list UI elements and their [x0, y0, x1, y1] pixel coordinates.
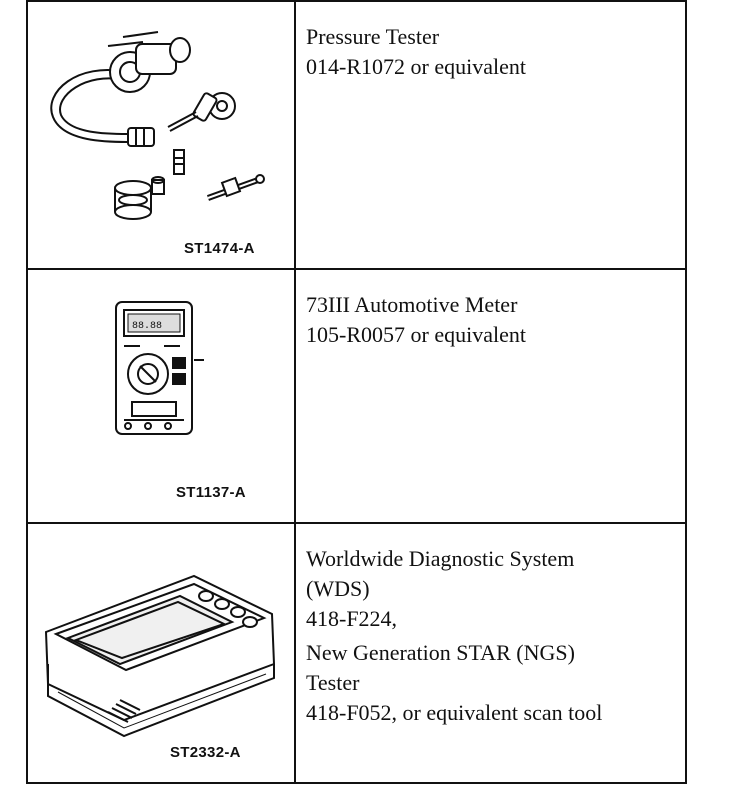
tool-part-number: 014-R1072 or equivalent: [306, 54, 526, 79]
tool-description-cell: 73III Automotive Meter 105-R0057 or equi…: [294, 268, 687, 524]
tool-row-automotive-meter: 88.88 ST1137-A 73III Automotive: [26, 268, 687, 524]
tool-part-number: 418-F224,: [306, 606, 398, 631]
tool-name: 73III Automotive Meter: [306, 292, 518, 317]
tool-name: Worldwide Diagnostic System: [306, 546, 575, 571]
tool-alternate-name: New Generation STAR (NGS): [306, 640, 575, 665]
tool-description-cell: Worldwide Diagnostic System (WDS) 418-F2…: [294, 522, 687, 784]
scan-tool-icon: [44, 574, 276, 738]
tool-illustration-cell: ST2332-A: [26, 522, 296, 784]
svg-text:88.88: 88.88: [132, 321, 162, 332]
tool-illustration-cell: ST1474-A: [26, 0, 296, 270]
tool-row-pressure-tester: ST1474-A Pressure Tester 014-R1072 or eq…: [26, 0, 687, 270]
tool-description: 73III Automotive Meter 105-R0057 or equi…: [296, 270, 685, 350]
figure-label: ST2332-A: [170, 744, 241, 761]
tool-description: Pressure Tester 014-R1072 or equivalent: [296, 2, 685, 82]
tool-part-number: 105-R0057 or equivalent: [306, 322, 526, 347]
figure-label: ST1137-A: [176, 484, 246, 501]
pressure-tester-icon: [50, 31, 265, 220]
figure-label: ST1474-A: [184, 240, 255, 257]
multimeter-icon: 88.88: [115, 301, 204, 435]
tool-name-abbreviation: (WDS): [306, 576, 370, 601]
tool-illustration-cell: 88.88 ST1137-A: [26, 268, 296, 524]
tool-alternate-name-cont: Tester: [306, 670, 360, 695]
tool-row-scan-tool: ST2332-A Worldwide Diagnostic System (WD…: [26, 522, 687, 784]
tool-description-cell: Pressure Tester 014-R1072 or equivalent: [294, 0, 687, 270]
special-tools-table: ST1474-A Pressure Tester 014-R1072 or eq…: [26, 0, 687, 784]
tool-name: Pressure Tester: [306, 24, 440, 49]
tool-description: Worldwide Diagnostic System (WDS) 418-F2…: [296, 524, 685, 728]
tool-alternate-part-number: 418-F052, or equivalent scan tool: [306, 700, 603, 725]
